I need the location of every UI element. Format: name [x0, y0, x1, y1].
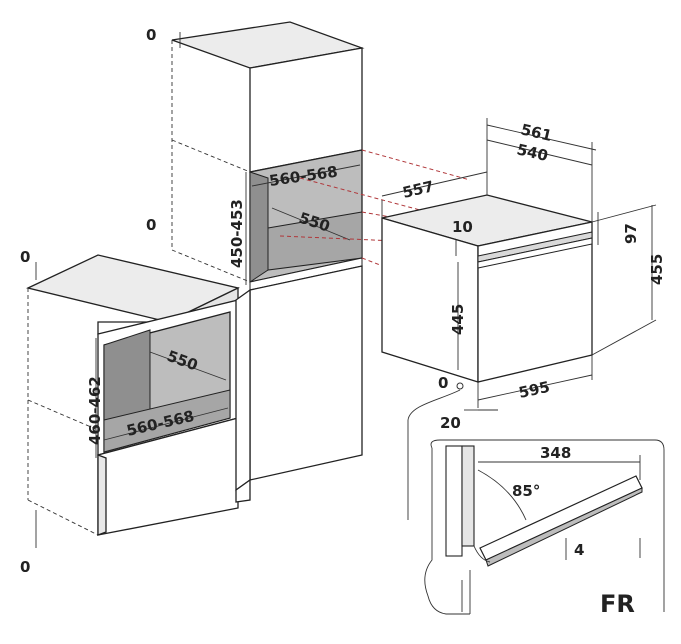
- oven-body-height: 445: [449, 304, 467, 335]
- low-cabinet-base-edge: [97, 454, 107, 536]
- low-cabinet-zero-top: 0: [20, 248, 30, 266]
- low-cabinet: 0 0 460-462 550 560-568: [20, 248, 240, 576]
- oven-depth-inner: 540: [515, 140, 550, 165]
- detail-angle: 85°: [512, 482, 540, 500]
- low-cabinet-niche-floor: [103, 389, 231, 453]
- detail-door-length: 348: [540, 444, 571, 462]
- detail-door-edge: [485, 487, 643, 567]
- oven-top-gap: 10: [452, 218, 473, 236]
- tall-cabinet-lower-front: [249, 265, 363, 481]
- oven-depth-total: 557: [401, 177, 436, 202]
- detail-callout-line: [407, 389, 461, 520]
- oven-total-height: 455: [648, 254, 666, 285]
- detail-oven-front: [461, 445, 475, 547]
- low-cabinet-zero-bottom: 0: [20, 558, 30, 576]
- oven: 561 540 557 10 97 455 445 595 0 20: [381, 118, 666, 432]
- oven-zero: 0: [438, 374, 448, 392]
- door-detail: 348 85° 4: [424, 439, 665, 615]
- detail-drop: 4: [574, 541, 584, 559]
- tall-cabinet-zero-mid: 0: [146, 216, 156, 234]
- tall-cabinet: 0 0 450-453 560-568 550: [146, 21, 365, 503]
- tall-cabinet-plinth: [235, 478, 251, 503]
- low-cabinet-niche-height: 460-462: [86, 376, 104, 445]
- oven-width: 595: [517, 378, 551, 402]
- detail-frame: [430, 439, 665, 612]
- tall-cabinet-niche-wall: [249, 171, 269, 283]
- oven-side: [381, 217, 479, 383]
- oven-handle: [477, 237, 593, 269]
- logo: FR: [600, 590, 635, 618]
- tall-cabinet-lower-side: [235, 288, 251, 492]
- detail-frame-left: [424, 448, 470, 615]
- oven-panel-height: 97: [622, 223, 640, 244]
- oven-front-offset: 20: [440, 414, 461, 432]
- tall-cabinet-niche-height: 450-453: [228, 199, 246, 268]
- detail-oven-body: [445, 445, 463, 557]
- tall-cabinet-zero-top: 0: [146, 26, 156, 44]
